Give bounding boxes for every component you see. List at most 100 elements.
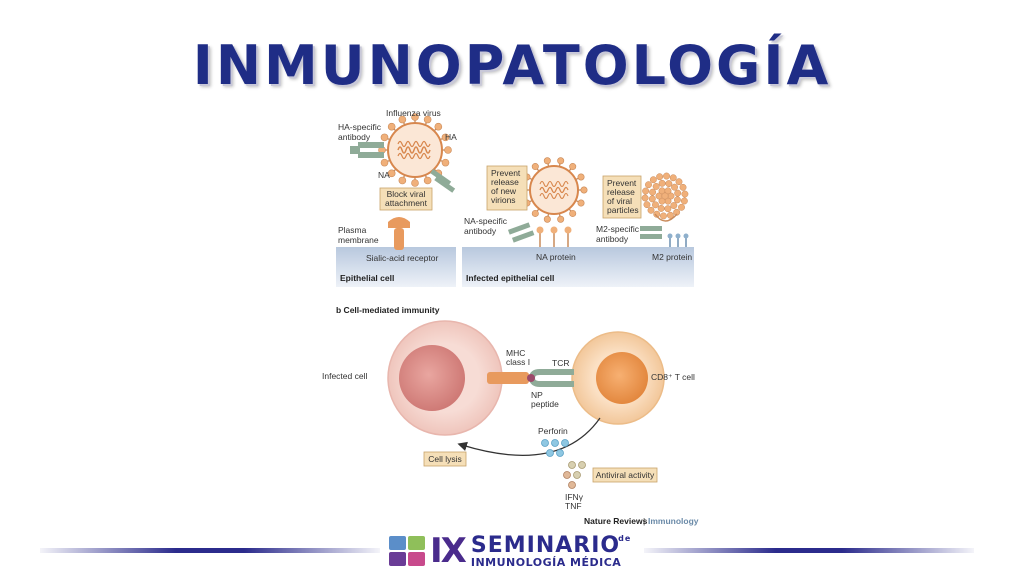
viral-particle bbox=[647, 206, 655, 214]
logo-main-text: SEMINARIO de bbox=[470, 532, 630, 558]
viral-particle bbox=[680, 197, 688, 205]
logo-sub: INMUNOLOGÍA MÉDICA bbox=[470, 555, 622, 569]
block-attachment-box bbox=[379, 187, 433, 211]
perforin-label: Perforin bbox=[538, 426, 568, 436]
viral-particle bbox=[641, 194, 649, 202]
np-label-2: peptide bbox=[531, 399, 559, 409]
na-label: NA bbox=[378, 170, 390, 180]
sialic-acid-receptor-icon bbox=[388, 217, 410, 250]
cd8-label: CD8⁺ T cell bbox=[651, 372, 695, 382]
footer-bar-right bbox=[644, 548, 974, 553]
viral-particle bbox=[679, 183, 687, 191]
prevent-viral-2: release bbox=[607, 187, 635, 197]
m2-protein-label: M2 protein bbox=[652, 252, 692, 262]
sialic-receptor-label: Sialic-acid receptor bbox=[366, 253, 438, 263]
slide-title: INMUNOPATOLOGÍA bbox=[192, 34, 832, 97]
perforin-dots-icon bbox=[541, 439, 569, 457]
cell-lysis-label: Cell lysis bbox=[428, 454, 462, 464]
viral-particle bbox=[656, 173, 664, 181]
logo-de: de bbox=[618, 533, 632, 543]
virus-spike-head bbox=[531, 209, 539, 217]
prevent-new-1: Prevent bbox=[491, 168, 521, 178]
na-protein-icons bbox=[536, 226, 572, 247]
tnf-label: TNF bbox=[565, 501, 582, 511]
na-specific-antibody-icon bbox=[507, 222, 535, 243]
plasma-label-2: membrane bbox=[338, 235, 379, 245]
m2-antibody-label-2: antibody bbox=[596, 234, 629, 244]
viral-particle bbox=[649, 176, 657, 184]
virus-spike-head bbox=[387, 169, 396, 178]
ifn-label: IFNγ bbox=[565, 492, 584, 502]
logo-main: SEMINARIO bbox=[470, 532, 621, 558]
plasma-membrane-right bbox=[462, 247, 694, 287]
virus-spike-head bbox=[577, 173, 585, 181]
prevent-new-2: release bbox=[491, 177, 519, 187]
viral-particle bbox=[673, 196, 681, 204]
viral-particle bbox=[648, 195, 656, 203]
cell-lysis-box bbox=[423, 451, 467, 467]
m2-antibody-label-1: M2-specific bbox=[596, 224, 640, 234]
influenza-virus-label: Influenza virus bbox=[386, 108, 441, 118]
virus-spike-head bbox=[543, 157, 551, 165]
virus-spike-head bbox=[531, 163, 539, 171]
infected-nucleus-icon bbox=[399, 345, 465, 411]
viral-particle bbox=[666, 211, 674, 219]
tcr-label: TCR bbox=[552, 358, 569, 368]
viral-particle bbox=[649, 188, 657, 196]
viral-particle bbox=[674, 189, 682, 197]
viral-particle bbox=[643, 201, 651, 209]
viral-particle bbox=[657, 204, 665, 212]
viral-particle bbox=[678, 203, 685, 211]
lysis-arrow bbox=[457, 417, 601, 456]
prevent-viral-particles-box bbox=[602, 175, 642, 219]
viral-particle bbox=[675, 178, 683, 186]
virus-spike-head bbox=[380, 133, 389, 142]
virus-spike-head bbox=[441, 133, 450, 142]
mhc-class-i-icon bbox=[487, 372, 529, 384]
budding-virus-spikes bbox=[520, 157, 588, 223]
virus-spike-head bbox=[444, 146, 452, 154]
virus-spikes bbox=[378, 113, 452, 187]
plasma-label-1: Plasma bbox=[338, 225, 367, 235]
np-peptide-icon bbox=[527, 374, 535, 382]
credit-section: Immunology bbox=[648, 516, 699, 526]
ha-antibody-icon bbox=[350, 142, 384, 158]
np-label-1: NP bbox=[531, 390, 543, 400]
plasma-membrane-left bbox=[336, 247, 456, 287]
virus-spike-head bbox=[441, 158, 450, 167]
ha-label: HA bbox=[445, 132, 457, 142]
viral-particle bbox=[660, 212, 667, 220]
prevent-viral-4: particles bbox=[607, 205, 639, 215]
antiviral-label: Antiviral activity bbox=[596, 470, 655, 480]
seminar-logo-icon bbox=[388, 535, 426, 567]
prevent-viral-1: Prevent bbox=[607, 178, 637, 188]
viral-particle bbox=[658, 197, 666, 205]
mhc-label-2: class I bbox=[506, 357, 530, 367]
virus-spike-head bbox=[557, 215, 565, 223]
epithelial-cell-label: Epithelial cell bbox=[340, 273, 394, 283]
antiviral-activity-box bbox=[592, 467, 658, 483]
virus-spike-head bbox=[577, 199, 585, 207]
seminar-logo: IX SEMINARIO de INMUNOLOGÍA MÉDICA bbox=[388, 531, 630, 571]
prevent-viral-3: of viral bbox=[607, 196, 632, 206]
viral-particle bbox=[642, 187, 650, 195]
viral-particle bbox=[645, 181, 652, 189]
viral-particle bbox=[663, 172, 670, 180]
panel-b-heading: b Cell-mediated immunity bbox=[336, 305, 440, 315]
viral-particle bbox=[670, 202, 678, 209]
infected-epithelial-label: Infected epithelial cell bbox=[466, 273, 554, 283]
virus-spike-head bbox=[557, 157, 565, 165]
budding-virus-icon bbox=[529, 165, 579, 215]
viral-particle bbox=[652, 183, 660, 190]
viral-particle bbox=[664, 205, 672, 213]
m2-antibody-icon bbox=[640, 226, 662, 239]
particle-bud-stem bbox=[654, 213, 678, 222]
viral-particle bbox=[653, 210, 661, 218]
block-label-2: attachment bbox=[385, 198, 428, 208]
na-protein-label: NA protein bbox=[536, 252, 576, 262]
tcr-icon bbox=[528, 369, 574, 387]
na-antibody-label-2: antibody bbox=[464, 226, 497, 236]
credit-journal: Nature Reviews bbox=[584, 516, 648, 526]
ha-antibody-label-2: antibody bbox=[338, 132, 371, 142]
virus-spike-head bbox=[423, 176, 432, 185]
